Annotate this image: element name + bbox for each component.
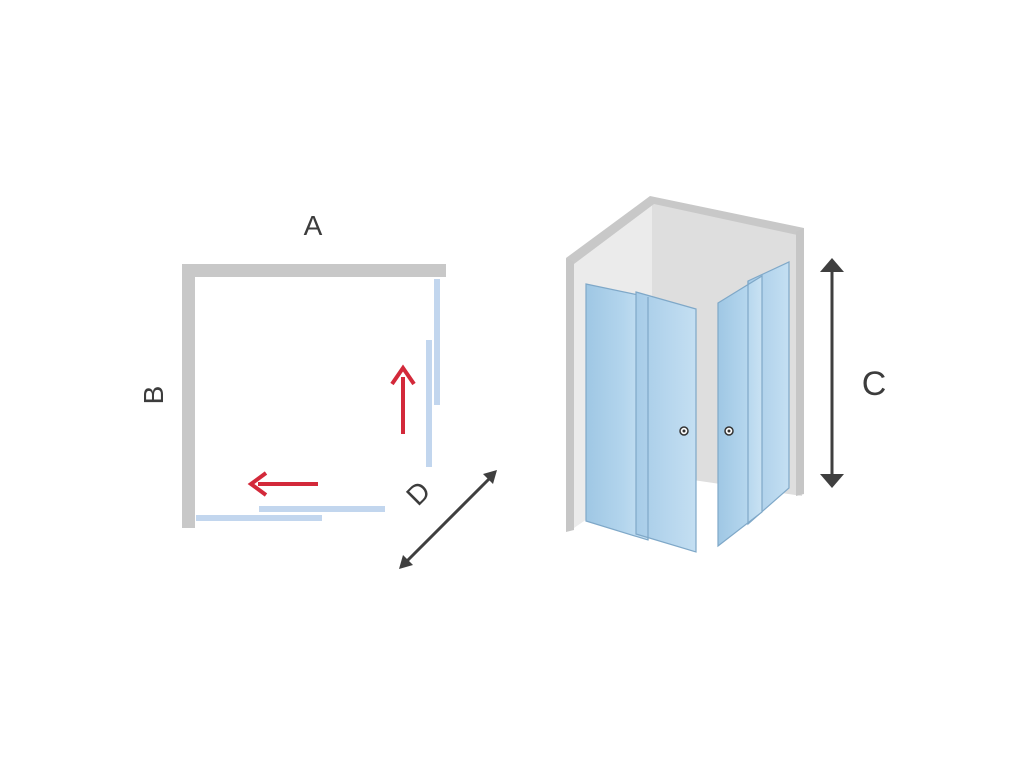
- door-knob-icon: [724, 426, 734, 436]
- arrow-up-icon: [390, 364, 416, 434]
- label-b: B: [138, 386, 169, 405]
- double-arrow-vertical-icon: [820, 258, 844, 488]
- wall-right-edge: [796, 228, 804, 496]
- glass-panel-left-door: [635, 291, 697, 553]
- arrow-left-icon: [247, 471, 318, 497]
- plan-wall-top: [182, 264, 446, 277]
- perspective-view: C: [566, 196, 887, 553]
- plan-view: A B D: [138, 210, 497, 569]
- plan-glass-bottom-fixed: [196, 515, 322, 521]
- label-d: D: [400, 475, 436, 511]
- plan-glass-right-door: [426, 340, 432, 467]
- door-knob-icon: [679, 426, 689, 436]
- label-c: C: [862, 365, 887, 403]
- plan-wall-left: [182, 264, 195, 528]
- plan-glass-bottom-door: [259, 506, 385, 512]
- wall-top-edge: [566, 196, 804, 264]
- wall-left-edge: [566, 258, 574, 532]
- glass-panel-right-door: [717, 274, 763, 548]
- plan-glass-right-fixed: [434, 279, 440, 405]
- double-arrow-diagonal-icon: [399, 470, 497, 569]
- label-a: A: [304, 210, 323, 241]
